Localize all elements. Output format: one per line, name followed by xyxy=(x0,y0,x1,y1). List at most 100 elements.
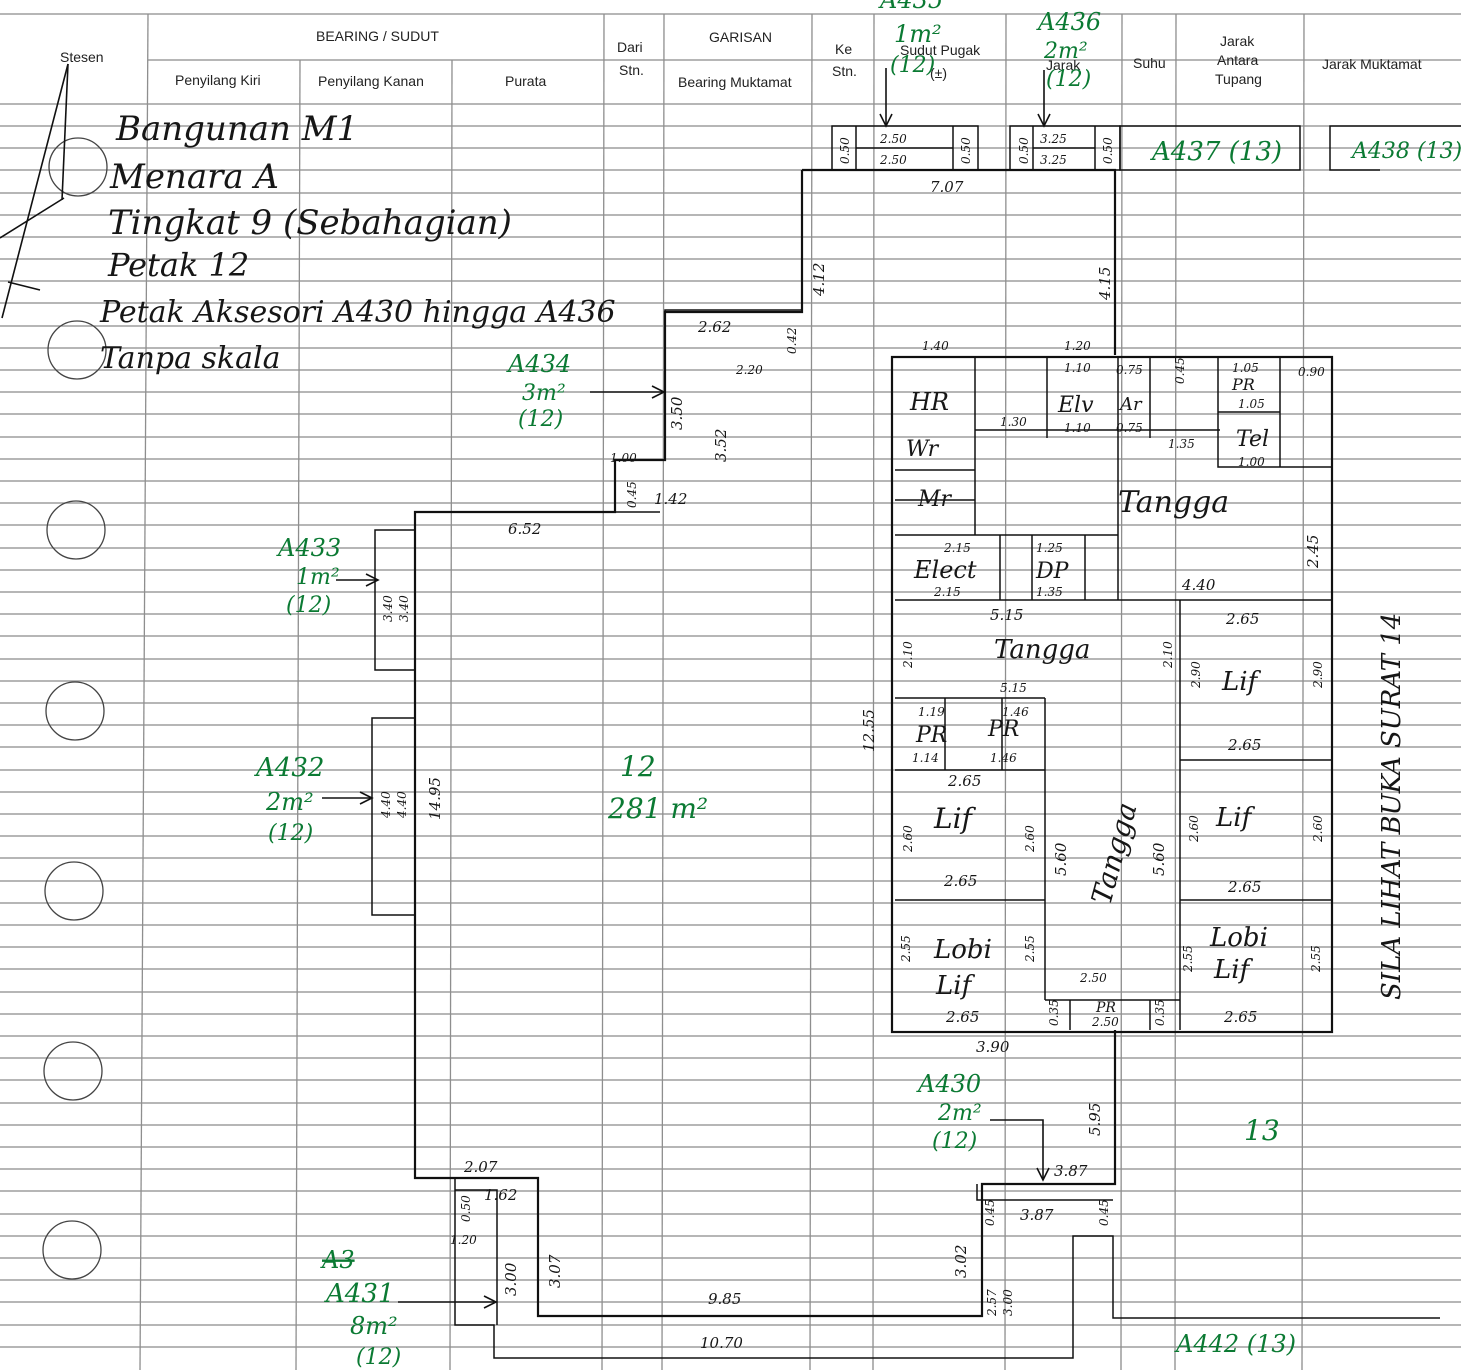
parcel-a433-id: A433 xyxy=(276,534,341,562)
dim-label: 12.55 xyxy=(860,709,878,752)
room-ar: Ar xyxy=(1118,394,1143,415)
parcel-a430-id: A430 xyxy=(916,1070,981,1098)
room-hr: HR xyxy=(909,388,949,416)
dim-label: 0.45 xyxy=(983,1199,997,1226)
parcel-a430-area: 2m² xyxy=(937,1101,982,1126)
room-dp: DP xyxy=(1035,559,1070,584)
dim-label: 2.55 xyxy=(1023,935,1037,963)
dim-label: 2.10 xyxy=(1161,641,1175,669)
punch-hole xyxy=(43,1041,103,1101)
main-parcel-outline xyxy=(371,125,1461,1359)
room-tangga-3: Tangga xyxy=(1085,799,1144,908)
punch-holes xyxy=(42,137,108,1280)
header-penyilang-kiri: Penyilang Kiri xyxy=(175,72,261,88)
parcel-labels: A435 1m² (12) A436 2m² (12) A437 (13) A4… xyxy=(254,0,1461,1370)
room-elv: Elv xyxy=(1057,393,1094,418)
parcel-a434-area: 3m² xyxy=(522,381,566,406)
dim-label: 4.12 xyxy=(810,263,828,297)
dim-label: 1.10 xyxy=(1064,421,1091,435)
parcel-a433-ref: (12) xyxy=(286,593,331,618)
dim-label: 2.50 xyxy=(879,153,907,167)
dim-label: 2.60 xyxy=(1023,825,1037,853)
dim-label: 5.95 xyxy=(1086,1103,1104,1136)
dim-label: 2.65 xyxy=(945,1008,979,1026)
north-arrow-icon xyxy=(0,63,69,319)
dim-label: 2.07 xyxy=(463,1158,498,1176)
side-note: SILA LIHAT BUKA SURAT 14 xyxy=(1377,613,1407,1000)
parcel-a431-ref: (12) xyxy=(356,1345,401,1370)
arrow-head-a431 xyxy=(483,1295,498,1309)
dim-label: 2.15 xyxy=(943,541,971,555)
dim-label: 3.07 xyxy=(546,1254,564,1288)
dim-label: 0.35 xyxy=(1047,999,1061,1026)
note-line-2: Menara A xyxy=(109,157,279,197)
dim-label: 4.40 xyxy=(395,791,409,819)
dim-label: 0.45 xyxy=(625,481,639,508)
room-labels: HR Wr Mr Elv Ar PR Tel Tangga Elect DP T… xyxy=(906,375,1269,1016)
dim-label: 4.40 xyxy=(1181,576,1216,594)
header-bearing-sudut: BEARING / SUDUT xyxy=(316,28,439,44)
dim-label: 0.90 xyxy=(1298,365,1325,379)
parcel-a434-id: A434 xyxy=(506,350,571,378)
dim-label: 2.60 xyxy=(1311,815,1325,843)
punch-hole xyxy=(44,861,104,921)
room-lobi-1: Lobi xyxy=(933,935,992,965)
arrow-head-a433 xyxy=(365,573,380,587)
dim-label: 3.00 xyxy=(502,1262,520,1296)
dim-label: 2.65 xyxy=(947,772,981,790)
dim-label: 1.46 xyxy=(1002,705,1029,719)
dimension-labels: 2.50 2.50 0.50 0.50 3.25 3.25 0.50 0.50 … xyxy=(379,132,1325,1352)
dim-label: 0.50 xyxy=(1101,137,1115,164)
note-line-1: Bangunan M1 xyxy=(115,109,358,149)
room-pr-a: PR xyxy=(915,723,947,748)
header-garisan: GARISAN xyxy=(709,29,772,45)
dim-label: 2.65 xyxy=(1227,736,1261,754)
room-tangga-2: Tangga xyxy=(994,635,1090,665)
dim-label: 2.57 xyxy=(985,1289,999,1317)
dim-label: 0.50 xyxy=(1017,137,1031,164)
room-pr-b: PR xyxy=(987,717,1019,742)
parcel-a436-area: 2m² xyxy=(1043,39,1088,64)
dim-label: 2.60 xyxy=(901,825,915,853)
parcel-12-area: 281 m² xyxy=(607,792,708,825)
dim-label: 1.00 xyxy=(610,451,637,465)
dim-label: 3.00 xyxy=(1001,1289,1015,1316)
header-jarak-antara-2: Antara xyxy=(1217,52,1258,68)
dim-label: 1.25 xyxy=(1036,541,1063,555)
dim-label: 5.15 xyxy=(1000,681,1027,695)
dim-label: 14.95 xyxy=(426,777,444,820)
ruled-lines xyxy=(0,13,1461,1348)
dim-label: 0.50 xyxy=(959,137,973,164)
handwritten-notes: Bangunan M1 Menara A Tingkat 9 (Sebahagi… xyxy=(99,109,1407,1000)
dim-label: 2.65 xyxy=(1227,878,1261,896)
header-suhu: Suhu xyxy=(1133,55,1166,71)
room-wr: Wr xyxy=(906,437,940,462)
header-stesen: Stesen xyxy=(60,49,104,65)
parcel-a442: A442 (13) xyxy=(1174,1330,1296,1358)
dim-label: 2.55 xyxy=(899,935,913,963)
parcel-a431-id: A431 xyxy=(324,1279,394,1309)
dim-label: 2.55 xyxy=(1309,945,1323,973)
dim-label: 3.25 xyxy=(1040,153,1067,167)
arrow-a430 xyxy=(990,1119,1044,1178)
dim-label: 3.87 xyxy=(1020,1206,1054,1224)
parcel-a432-id: A432 xyxy=(254,753,324,783)
dim-label: 2.65 xyxy=(1223,1008,1257,1026)
note-line-4: Petak 12 xyxy=(107,246,249,284)
dim-label: 1.35 xyxy=(1168,437,1195,451)
room-lif-5: Lif xyxy=(1213,955,1254,985)
dim-label: 5.60 xyxy=(1052,842,1070,876)
header-jarak-antara-3: Tupang xyxy=(1215,71,1262,87)
dim-label: 2.50 xyxy=(1091,1015,1119,1029)
punch-hole xyxy=(45,681,105,741)
table-header: Stesen BEARING / SUDUT Penyilang Kiri Pe… xyxy=(60,28,1422,90)
dim-label: 1.30 xyxy=(1000,415,1027,429)
header-purata: Purata xyxy=(505,73,546,89)
dim-label: 1.00 xyxy=(1238,455,1265,469)
dim-label: 3.40 xyxy=(381,595,395,622)
dim-label: 5.60 xyxy=(1150,842,1168,876)
dim-label: 1.35 xyxy=(1036,585,1063,599)
dim-label: 2.10 xyxy=(901,641,915,669)
parcel-a431-struck: A3 xyxy=(320,1246,355,1274)
